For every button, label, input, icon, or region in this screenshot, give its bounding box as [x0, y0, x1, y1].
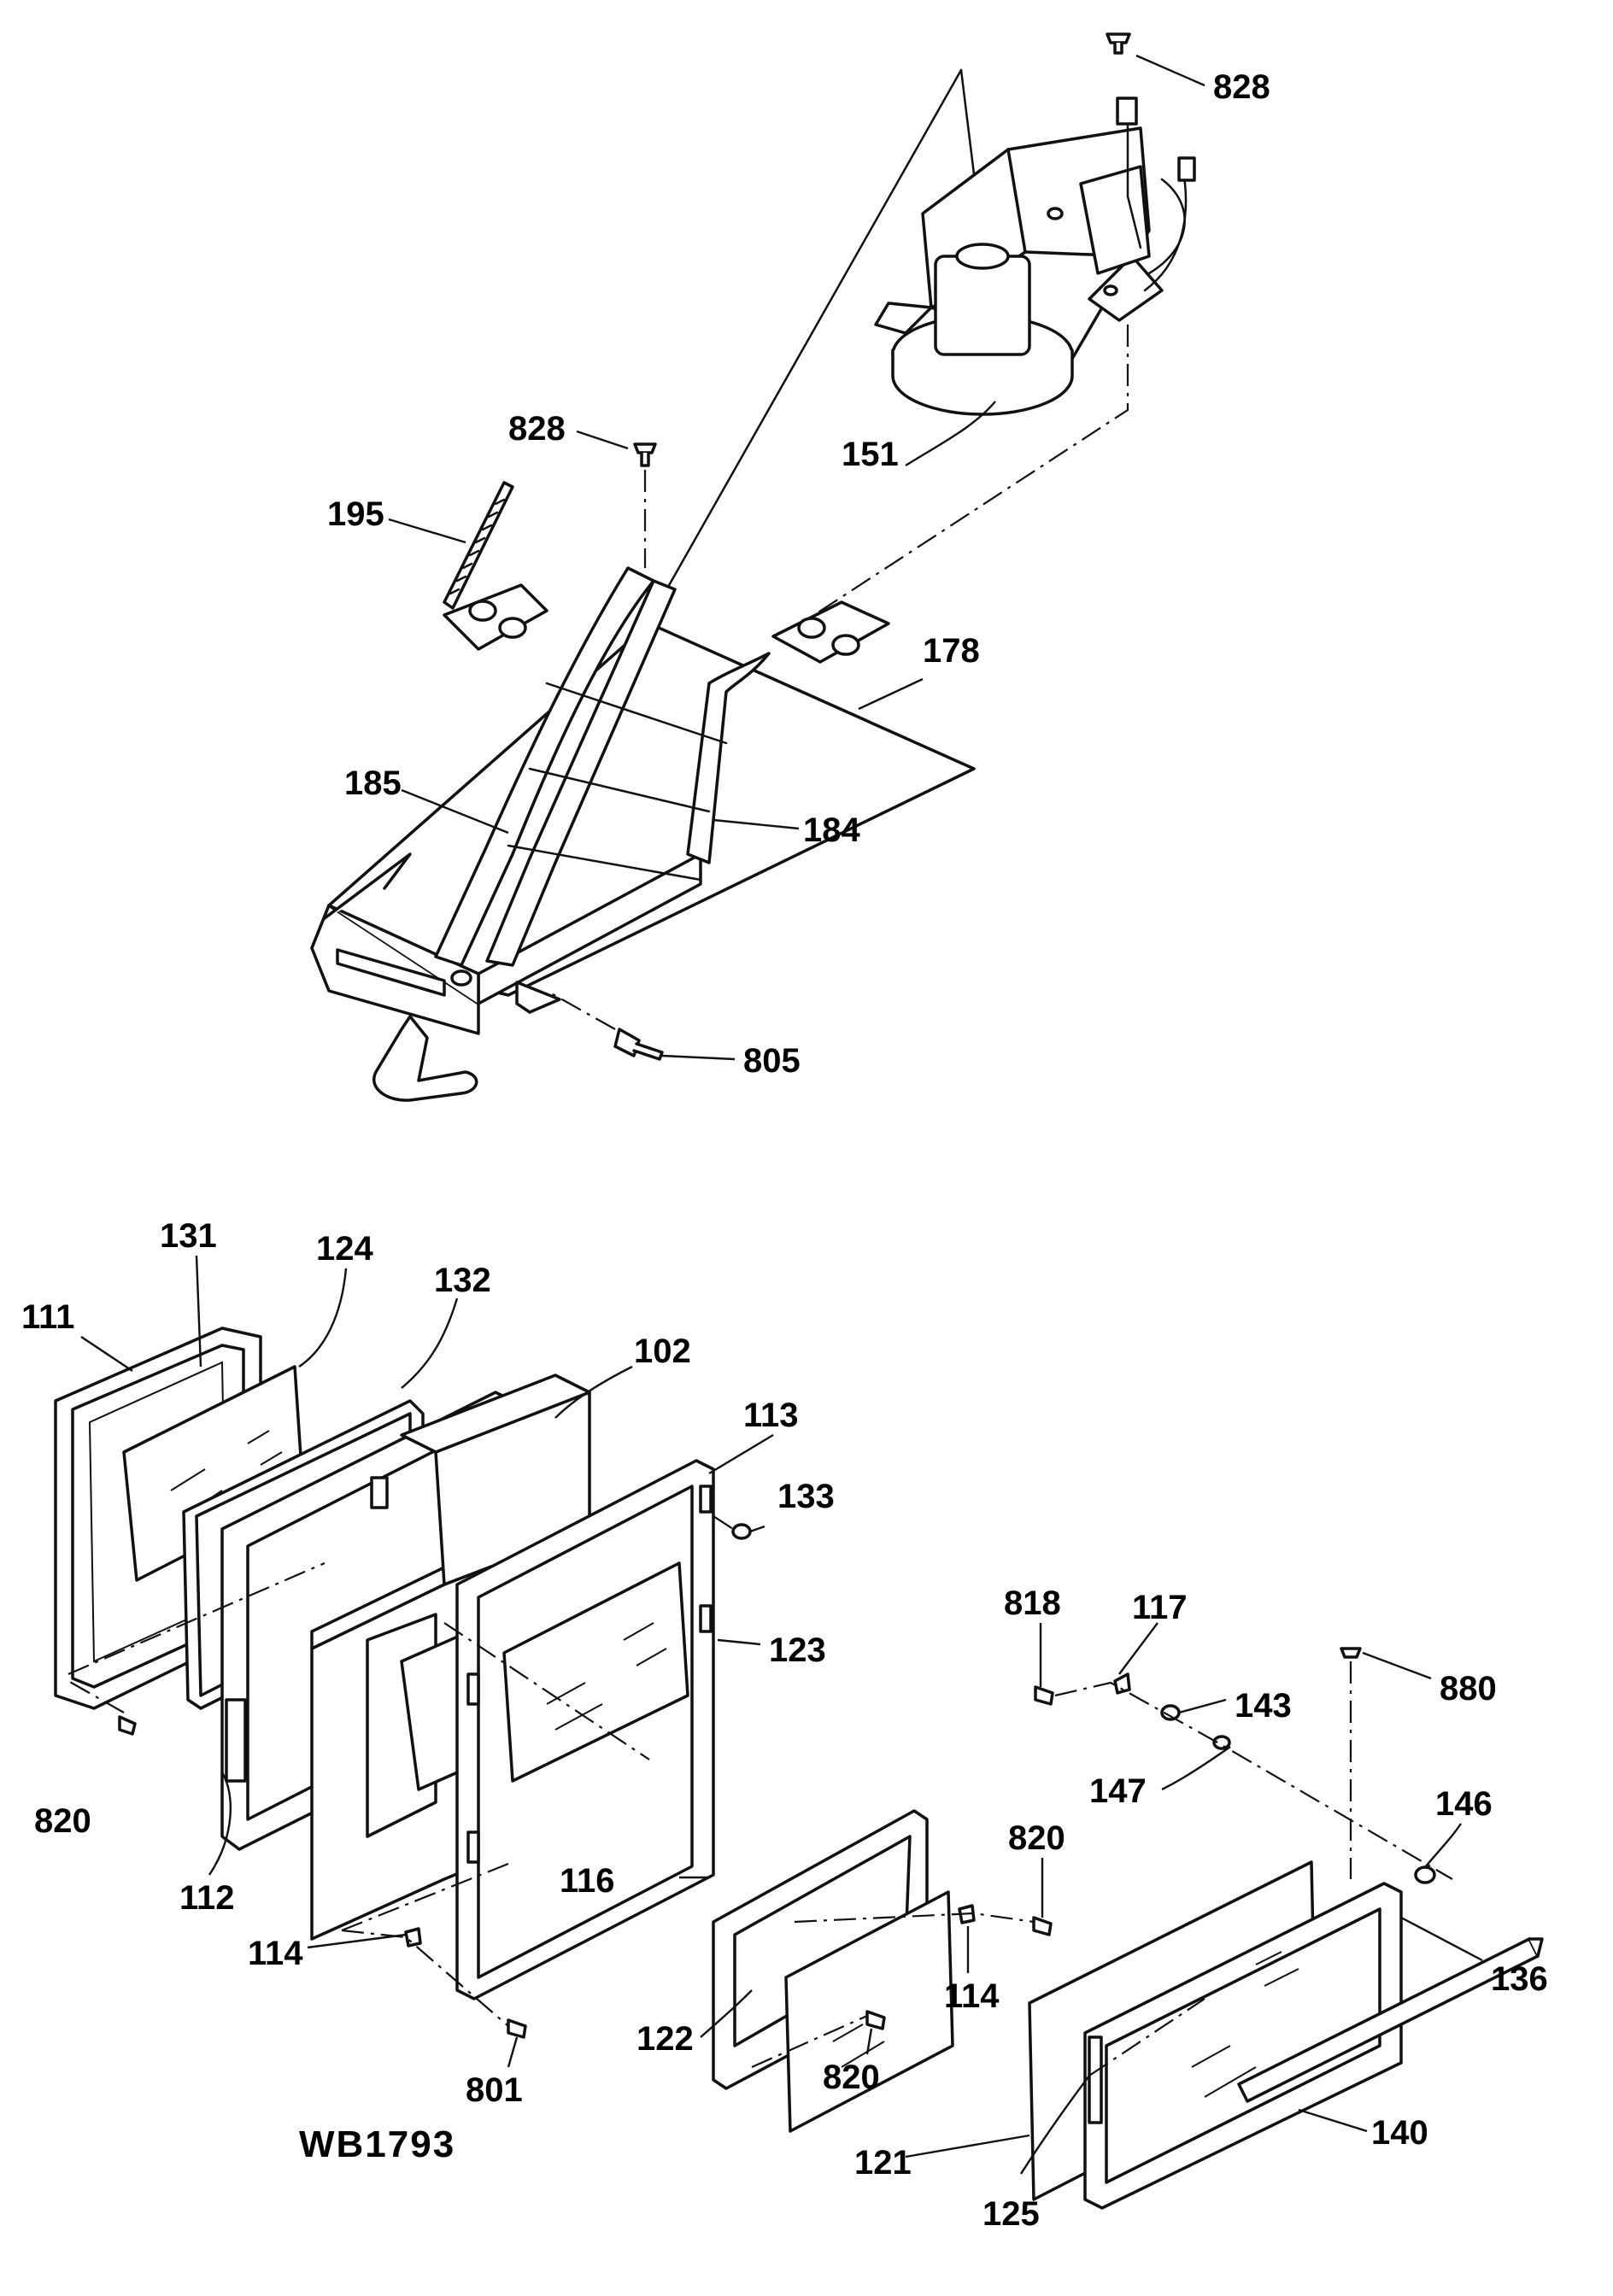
callout-136: 136	[1491, 1960, 1548, 1998]
callout-151: 151	[842, 436, 899, 473]
callout-123: 123	[769, 1631, 826, 1669]
callout-146: 146	[1435, 1785, 1493, 1823]
callout-828-mid: 828	[508, 410, 566, 448]
callout-102: 102	[634, 1332, 691, 1370]
callout-121: 121	[854, 2144, 912, 2182]
callout-labels: 828 151 828 195 178 185 184 805 131 124 …	[21, 68, 1548, 2233]
hardware-fasteners	[118, 1523, 1436, 2039]
callout-178: 178	[923, 632, 980, 670]
screw-820-right-icon	[1032, 1916, 1053, 1936]
lower-alignment-lines	[67, 1515, 1453, 2076]
door-handle	[1237, 1937, 1544, 2103]
callout-112: 112	[179, 1879, 235, 1917]
callout-195: 195	[327, 495, 384, 533]
nut-133-icon	[731, 1523, 752, 1540]
leader-lines	[80, 54, 1483, 2175]
washer-147-icon	[1212, 1735, 1231, 1750]
callout-125: 125	[982, 2195, 1040, 2233]
callout-147: 147	[1089, 1772, 1147, 1810]
callout-113: 113	[743, 1397, 799, 1434]
spring-icon	[443, 481, 514, 610]
callout-131: 131	[160, 1217, 217, 1255]
screw-820-bottom-icon	[865, 2010, 886, 2030]
outer-door-frame	[1083, 1882, 1403, 2210]
drawing-code: WB1793	[299, 2123, 455, 2165]
callout-132: 132	[434, 1262, 491, 1299]
callout-820-bottom: 820	[823, 2059, 880, 2096]
callout-185: 185	[344, 764, 402, 802]
bracket-panel	[310, 566, 976, 1102]
clip-117-icon	[1113, 1672, 1131, 1695]
inner-door-panel	[455, 1459, 715, 2000]
callout-818: 818	[1004, 1584, 1061, 1622]
callout-184: 184	[803, 811, 860, 849]
callout-124: 124	[316, 1230, 373, 1268]
callout-805: 805	[743, 1042, 801, 1080]
callout-111: 111	[21, 1298, 74, 1336]
callout-820-right: 820	[1008, 1819, 1065, 1857]
callout-122: 122	[636, 2020, 694, 2058]
callout-117: 117	[1132, 1589, 1188, 1626]
callout-880: 880	[1440, 1670, 1497, 1707]
callout-143: 143	[1235, 1687, 1292, 1725]
callout-820-left: 820	[34, 1802, 91, 1840]
screw-818-icon	[1034, 1685, 1054, 1706]
screw-805-icon	[546, 990, 664, 1061]
screw-820-left-icon	[118, 1715, 137, 1736]
screw-801-icon	[507, 2018, 527, 2039]
screw-880-icon	[1340, 1647, 1362, 1659]
callout-133: 133	[777, 1478, 835, 1515]
callout-828-top: 828	[1213, 68, 1270, 106]
callout-801: 801	[466, 2071, 523, 2109]
callout-140: 140	[1371, 2114, 1428, 2152]
motor-assembly	[874, 97, 1196, 416]
callout-114-left: 114	[248, 1935, 303, 1972]
screw-828-top-icon	[1106, 32, 1131, 55]
screw-828-mid-icon	[633, 442, 657, 568]
nut-146-icon	[1414, 1866, 1436, 1884]
callout-116: 116	[560, 1862, 615, 1900]
clip-114-left-icon	[404, 1927, 422, 1948]
callout-114-right: 114	[944, 1977, 1000, 2015]
